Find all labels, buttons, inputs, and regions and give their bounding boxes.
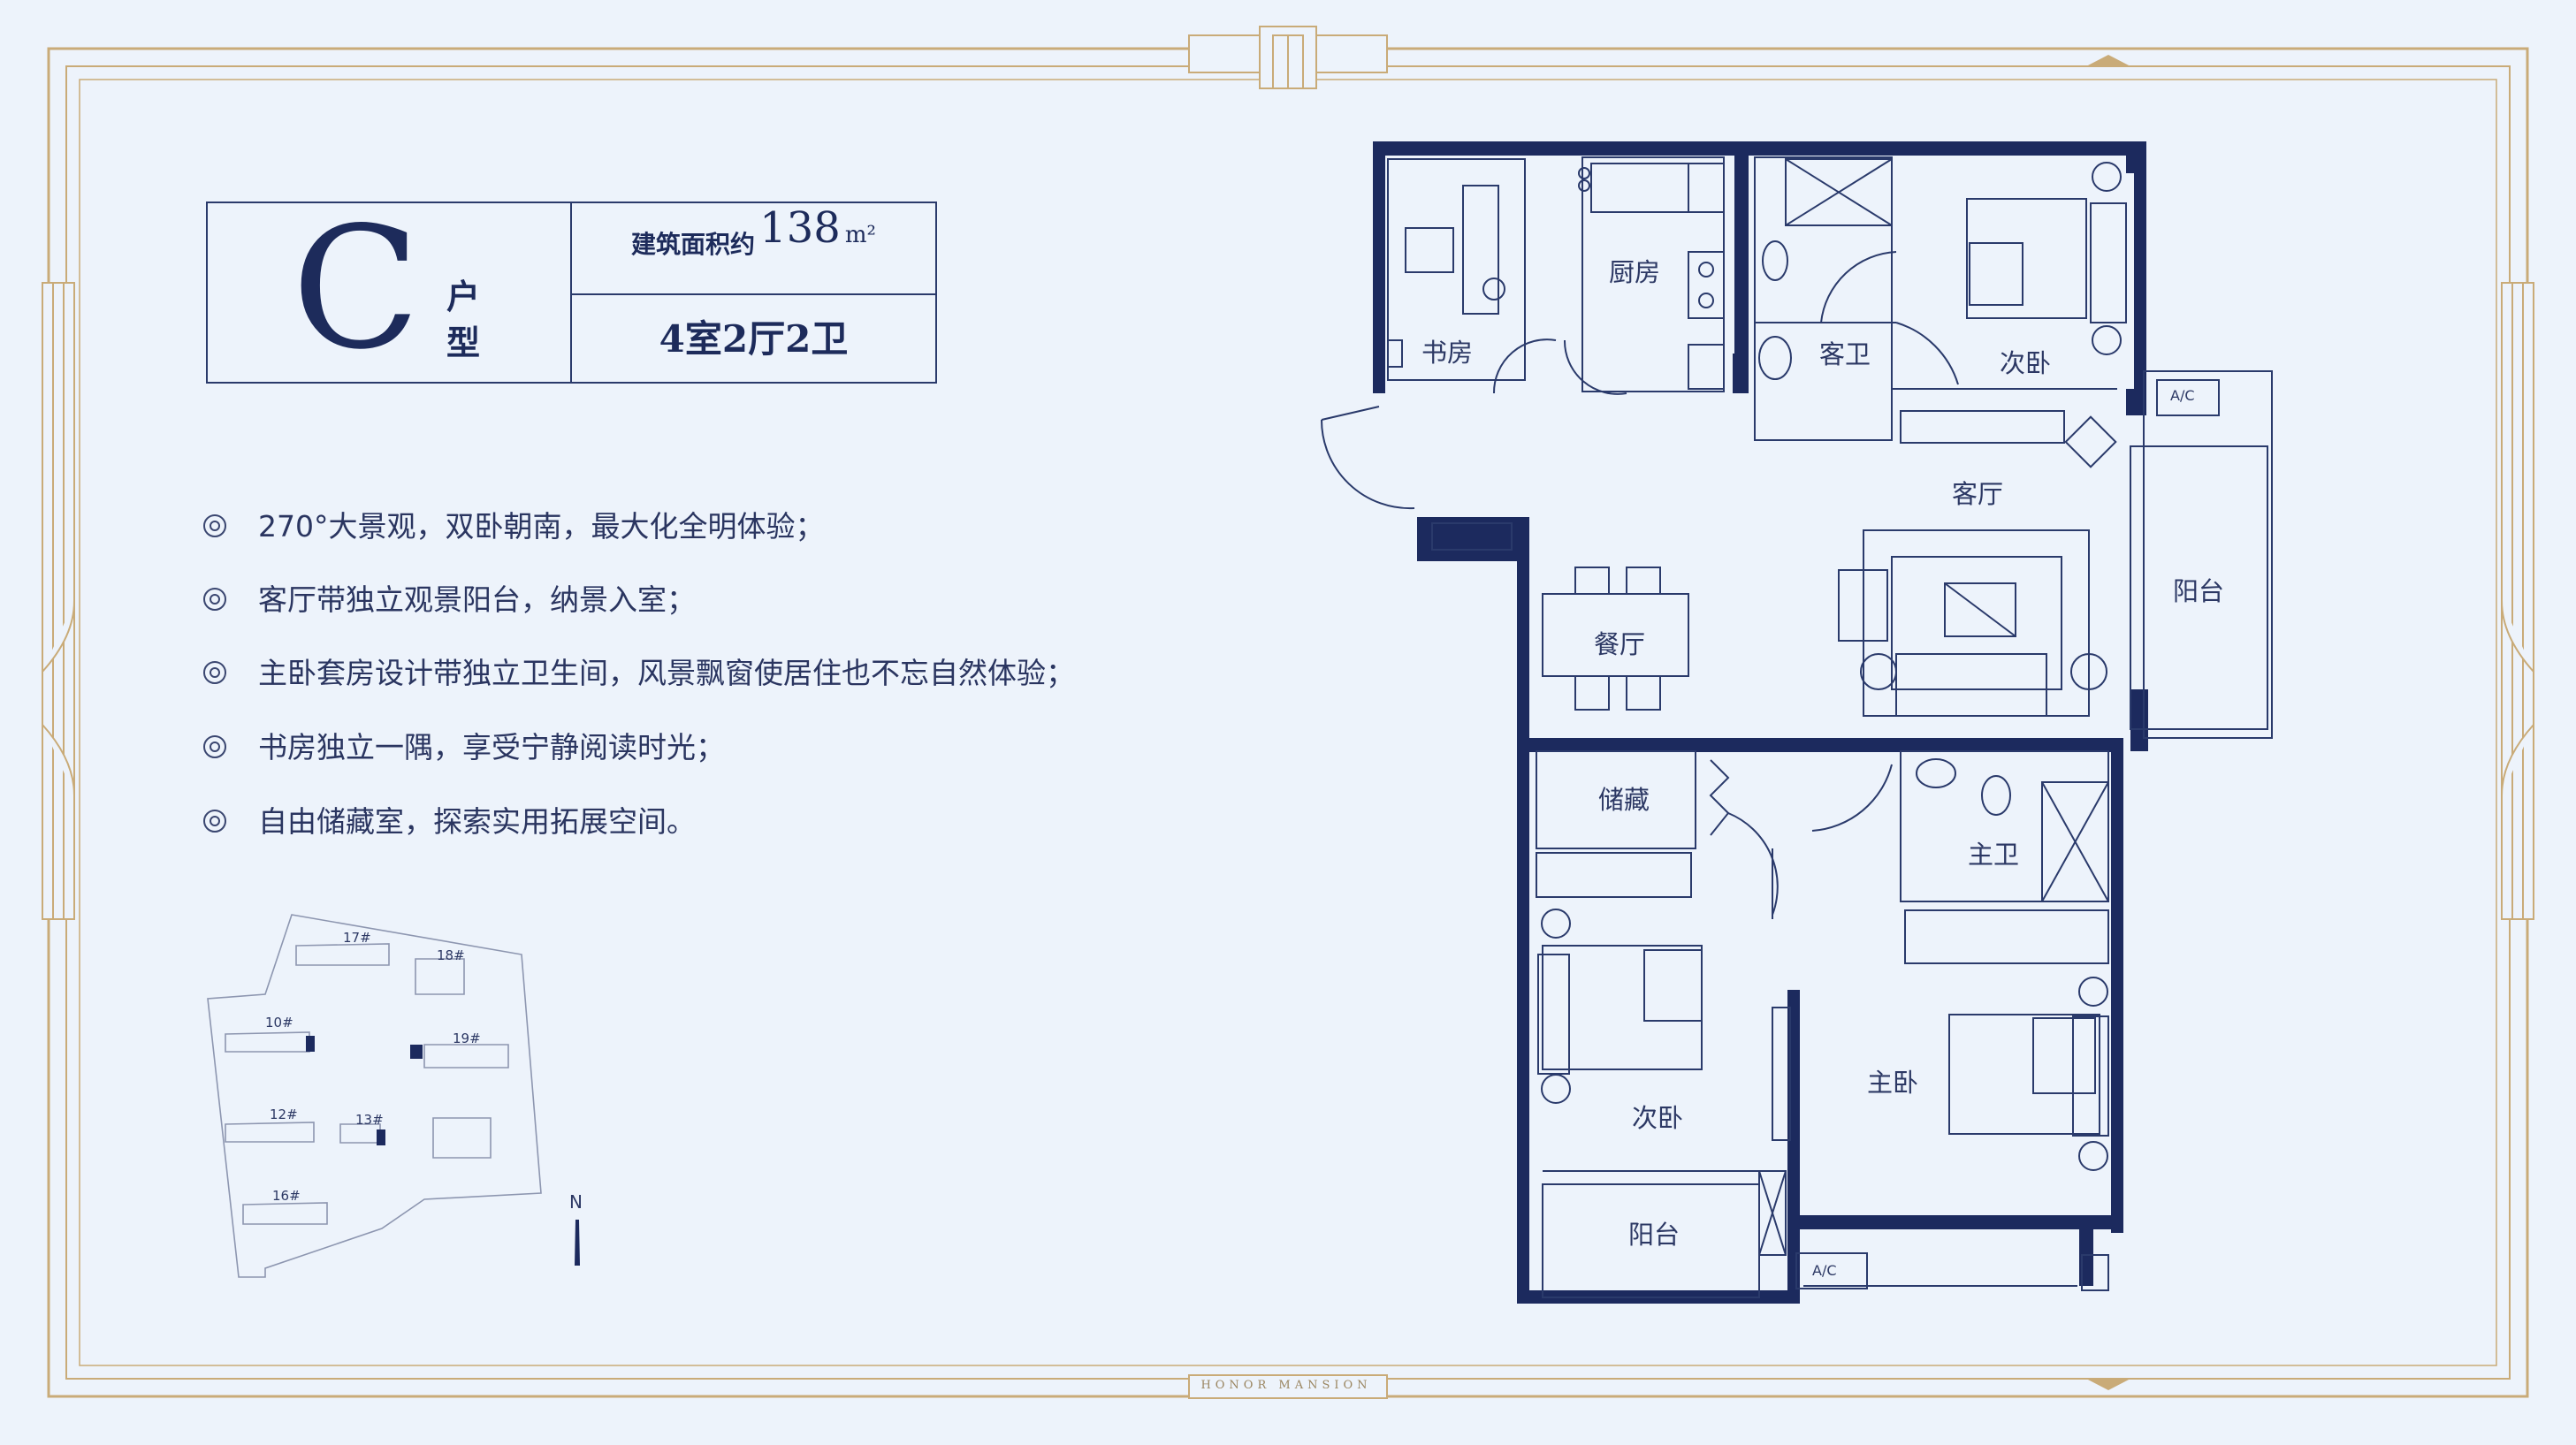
room-label-second-bedroom-north: 次卧 [2000, 348, 2052, 378]
room-label-dining-room: 餐厅 [1594, 629, 1646, 659]
building-label-12: 12# [270, 1107, 298, 1122]
room-label-storage: 储藏 [1598, 785, 1650, 815]
double-circle-icon [203, 587, 226, 611]
unit-suffix: 户型 [446, 277, 481, 362]
unit-letter-cell: C 户型 [208, 196, 572, 382]
feature-item: 270°大景观，双卧朝南，最大化全明体验； [203, 509, 825, 544]
feature-item: 主卧套房设计带独立卫生间，风景飘窗使居住也不忘自然体验； [203, 656, 1075, 691]
room-label-master-bedroom: 主卧 [1867, 1068, 1919, 1098]
left-ornament [42, 282, 75, 920]
area-value: 138 [759, 203, 841, 253]
room-label-study: 书房 [1421, 338, 1474, 368]
double-circle-icon [203, 809, 226, 833]
area-cell: 建筑面积约 138 m² [572, 203, 935, 295]
top-ornament [1188, 26, 1388, 89]
double-circle-icon [203, 513, 226, 537]
corner-top-right [2086, 55, 2130, 66]
room-label-living-room: 客厅 [1952, 479, 2004, 509]
room-label-second-bedroom-south: 次卧 [1632, 1103, 1684, 1133]
double-circle-icon [203, 660, 226, 684]
walls [1373, 141, 2148, 1304]
feature-item: 书房独立一隅，享受宁静阅读时光； [203, 730, 725, 765]
brand-text: HONOR MANSION [1200, 1379, 1372, 1392]
room-label-balcony-east: 阳台 [2173, 576, 2225, 606]
double-circle-icon [203, 734, 226, 758]
area-label: 建筑面积约 [631, 230, 756, 259]
feature-item: 自由储藏室，探索实用拓展空间。 [203, 804, 696, 840]
feature-item: 客厅带独立观景阳台，纳景入室； [203, 582, 696, 618]
feature-text: 自由储藏室，探索实用拓展空间。 [258, 804, 696, 839]
feature-text: 270°大景观，双卧朝南，最大化全明体验； [258, 509, 825, 544]
feature-text: 书房独立一隅，享受宁静阅读时光； [258, 730, 725, 764]
north-label: N [569, 1191, 583, 1213]
building-label-16: 16# [272, 1188, 301, 1204]
ac-label: A/C [1812, 1262, 1837, 1279]
building-label-17: 17# [343, 930, 371, 946]
unit-title-box: C 户型 建筑面积约 138 m² 4室2厅2卫 [206, 196, 937, 384]
room-label-guest-bath: 客卫 [1819, 339, 1871, 369]
room-label-kitchen: 厨房 [1609, 257, 1661, 287]
feature-text: 客厅带独立观景阳台，纳景入室； [258, 582, 696, 617]
right-ornament [2501, 282, 2534, 920]
unit-letter: C [292, 191, 421, 386]
building-label-13: 13# [355, 1112, 384, 1128]
area-unit: m² [844, 222, 876, 248]
north-arrow [575, 1220, 580, 1266]
building-label-19: 19# [453, 1031, 481, 1046]
layout-cell: 4室2厅2卫 [659, 317, 849, 361]
building-label-18: 18# [437, 947, 465, 963]
bottom-ornament [1188, 1374, 1388, 1399]
corner-bottom-right [2086, 1379, 2130, 1390]
room-label-master-bath: 主卫 [1968, 840, 2020, 870]
ac-label: A/C [2170, 387, 2195, 404]
room-label-balcony-south: 阳台 [1628, 1220, 1680, 1250]
building-label-10: 10# [265, 1015, 293, 1031]
feature-text: 主卧套房设计带独立卫生间，风景飘窗使居住也不忘自然体验； [258, 656, 1075, 690]
